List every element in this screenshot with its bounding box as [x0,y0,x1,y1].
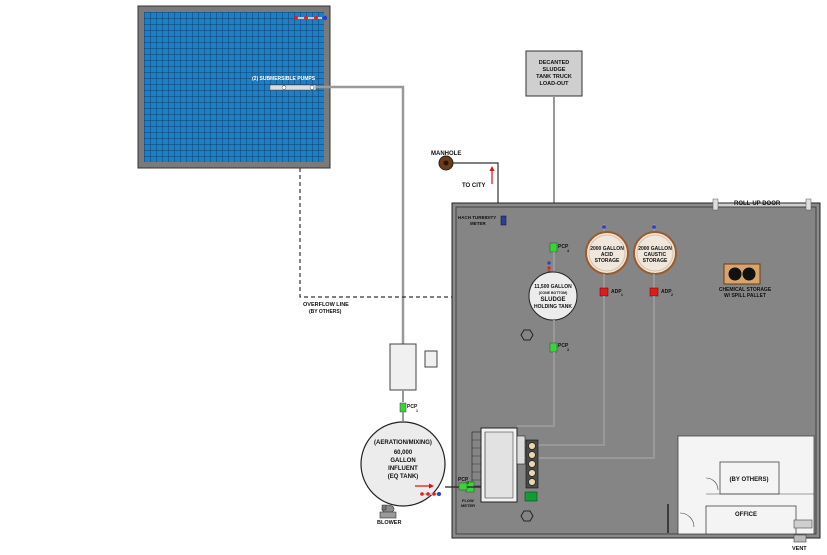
svg-text:ACID: ACID [601,252,614,258]
pcp3-pump [549,342,558,353]
svg-text:STORAGE: STORAGE [595,258,620,264]
svg-text:(CONE BOTTOM): (CONE BOTTOM) [539,291,568,295]
svg-text:DECANTED: DECANTED [539,60,570,66]
chemical-storage-label: CHEMICAL STORAGE [719,287,772,293]
overflow-line-sublabel: (BY OTHERS) [309,309,342,315]
overflow-line-label: OVERFLOW LINE [303,302,349,308]
acid-feed-pipe [525,296,605,446]
svg-text:3: 3 [567,348,569,352]
manhole-label: MANHOLE [431,151,461,157]
svg-text:2: 2 [671,293,673,297]
submersible-pumps-label: (2) SUBMERSIBLE PUMPS [252,76,316,82]
acid-storage-tank: 2000 GALLON ACID STORAGE [585,231,629,275]
pond: (2) SUBMERSIBLE PUMPS [137,5,331,169]
svg-text:INFLUENT: INFLUENT [388,466,418,472]
svg-text:STORAGE: STORAGE [643,258,668,264]
decant-loadout-box: DECANTED SLUDGE TANK TRUCK LOAD-OUT [525,50,583,97]
svg-text:11,500 GALLON: 11,500 GALLON [534,284,572,290]
pcp2-label: PCP [458,477,469,483]
to-city-label: TO CITY [462,183,486,189]
to-city-pipe [453,162,499,215]
flow-meter-label: FLOW [462,498,474,503]
svg-text:2000 GALLON: 2000 GALLON [590,246,624,252]
svg-text:CAUSTIC: CAUSTIC [644,252,667,258]
pcp4-pump [549,242,558,253]
pcp1-label: PCP [407,404,418,410]
svg-text:2000 GALLON: 2000 GALLON [638,246,672,252]
hex-marker [520,329,534,341]
blower [379,504,397,519]
svg-text:HOLDING TANK: HOLDING TANK [534,304,572,310]
svg-text:TANK TRUCK: TANK TRUCK [536,74,572,80]
svg-text:METER: METER [470,221,487,226]
pcp2-pump [458,482,468,491]
by-others-label: (BY OTHERS) [730,477,769,483]
hex-marker [520,510,534,522]
caustic-storage-tank: 2000 GALLON CAUSTIC STORAGE [633,231,677,275]
svg-text:METER: METER [461,503,475,508]
vent [793,534,807,543]
sand-filter [524,491,538,502]
svg-text:4: 4 [567,249,569,253]
adp1-label: ADP [611,289,622,295]
pcp3-label: PCP [558,343,569,349]
svg-text:60,000: 60,000 [394,450,413,456]
eq-tank: (AERATION/MIXING) 60,000 GALLON INFLUENT… [360,421,446,507]
adp1-pump [599,287,609,297]
svg-text:SLUDGE: SLUDGE [540,297,565,303]
svg-text:1: 1 [416,409,418,413]
svg-text:W/ SPILL PALLET: W/ SPILL PALLET [724,293,766,299]
office-area [667,435,815,535]
pcp4-label: PCP [558,244,569,250]
pcp1-pump [399,402,407,413]
control-panel [389,343,417,391]
svg-text:1: 1 [621,293,623,297]
submersible-pump [269,84,317,91]
office-label: OFFICE [735,512,757,518]
treatment-unit [471,427,539,503]
svg-text:(AERATION/MIXING): (AERATION/MIXING) [374,440,432,446]
junction-box [424,350,438,368]
adp2-label: ADP [661,289,672,295]
blower-label: BLOWER [377,520,401,526]
svg-text:2: 2 [467,481,469,485]
svg-text:GALLON: GALLON [390,458,415,464]
adp2-pump [649,287,659,297]
turbidity-meter-label: HACH TURBIDITY [458,215,496,220]
svg-text:(EQ TANK): (EQ TANK) [388,474,419,480]
pump-discharge-pipe [316,85,405,345]
sludge-holding-tank: 11,500 GALLON (CONE BOTTOM) SLUDGE HOLDI… [528,271,578,321]
svg-text:LOAD-OUT: LOAD-OUT [539,81,569,87]
svg-text:SLUDGE: SLUDGE [543,67,566,73]
sludge-return-pipe [517,352,555,427]
turbidity-meter [500,215,507,226]
roll-up-door-label: ROLL-UP DOOR [734,201,781,207]
chemical-storage-pallet [723,263,761,285]
vent-label: VENT [792,546,807,552]
caustic-feed-pipe [525,296,655,459]
